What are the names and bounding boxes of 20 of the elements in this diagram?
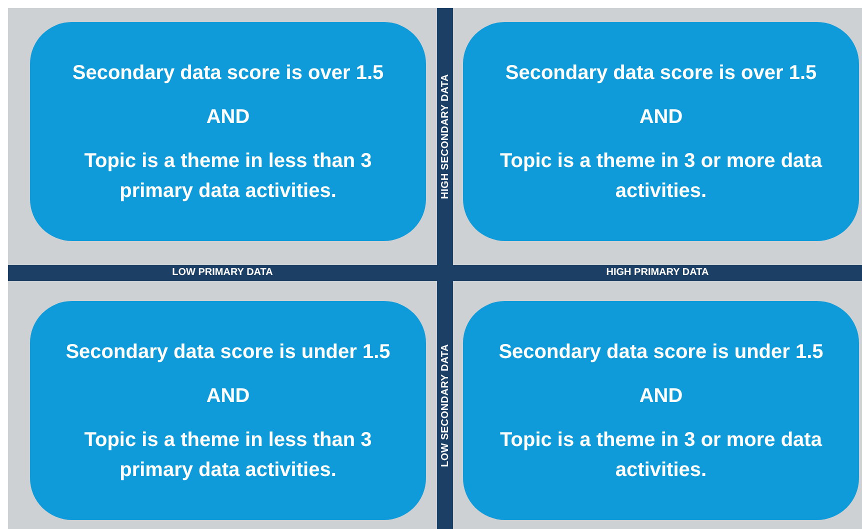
condition-text: Secondary data score is over 1.5 [505,60,817,86]
quadrant-card [30,301,426,520]
quadrant-card [463,301,859,520]
condition-text: AND [206,384,250,408]
condition-text: Secondary data score is under 1.5 [498,340,824,364]
condition-text: Secondary data score is under 1.5 [66,340,390,364]
quadrant-card [30,22,426,241]
axis-label: HIGH SECONDARY DATA [438,74,452,199]
condition-text: Topic is a theme in 3 or more data activities. [499,428,824,482]
condition-text: AND [639,384,683,408]
condition-text: AND [206,104,250,130]
condition-text: Secondary data score is over 1.5 [72,60,384,86]
condition-text: Topic is a theme in less than 3 primary data activities. [83,428,373,482]
condition-text: AND [639,104,683,130]
axis-label: LOW SECONDARY DATA [438,344,452,466]
axis-label: LOW PRIMARY DATA [172,268,273,278]
quadrant-card [463,22,859,241]
condition-text: Topic is a theme in less than 3 primary data activities. [83,148,373,204]
condition-text: Topic is a theme in 3 or more data activities. [499,148,824,204]
axis-label: HIGH PRIMARY DATA [606,268,709,278]
